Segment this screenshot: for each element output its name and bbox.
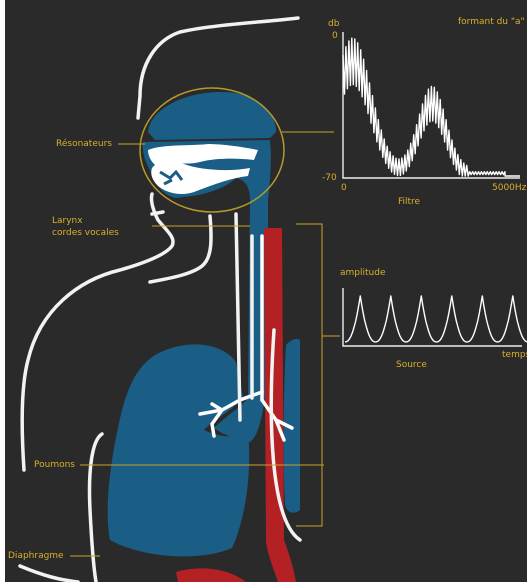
filter-y-top: 0 [332, 31, 338, 41]
filter-title: formant du "a" [458, 17, 525, 27]
filter-y-bottom: -70 [322, 173, 337, 183]
filter-y-unit: db [328, 19, 340, 29]
source-y-label: amplitude [340, 268, 386, 278]
source-x-label: temps [502, 350, 527, 360]
label-diaphragme: Diaphragme [8, 551, 64, 561]
filter-x-start: 0 [341, 183, 347, 193]
label-larynx: Larynx [52, 216, 83, 226]
filter-x-end: 5000Hz [492, 183, 527, 193]
label-poumons: Poumons [34, 460, 75, 470]
filter-caption: Filtre [398, 197, 421, 207]
label-cordes-vocales: cordes vocales [52, 228, 119, 238]
label-resonateurs: Résonateurs [56, 138, 112, 149]
source-caption: Source [396, 360, 427, 370]
